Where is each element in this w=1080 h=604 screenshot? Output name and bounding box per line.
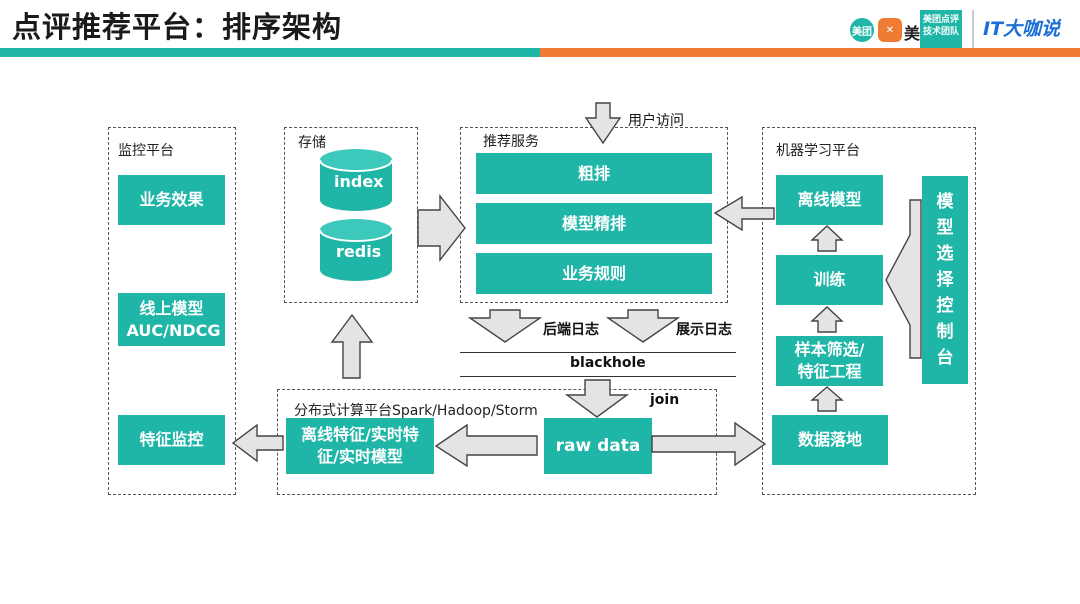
blackhole-label: blackhole (570, 355, 646, 371)
feature-monitor-box: 特征监控 (118, 415, 225, 465)
itdks-logo: IT大咖说 (983, 18, 1061, 40)
compute-to-storage-arrow (330, 313, 374, 379)
page-title: 点评推荐平台：排序架构 (12, 10, 343, 44)
offline-realtime-feature-box: 离线特征/实时特 征/实时模型 (286, 418, 434, 474)
blackhole-line-top (460, 352, 736, 353)
offline-model-box: 离线模型 (776, 175, 883, 225)
fine-rank-box: 模型精排 (476, 203, 712, 244)
user-access-label: 用户访问 (628, 113, 684, 129)
header-bar-teal (0, 48, 540, 57)
index-label: index (334, 172, 384, 191)
recommend-panel-label: 推荐服务 (483, 134, 539, 150)
training-box: 训练 (776, 255, 883, 305)
data-landing-box: 数据落地 (772, 415, 888, 465)
index-cylinder (319, 149, 393, 211)
monitoring-panel (108, 127, 236, 495)
storage-to-recommend-arrow (417, 193, 466, 263)
backend-log-label: 后端日志 (543, 322, 599, 338)
online-model-label: 线上模型 AUC/NDCG (126, 298, 221, 340)
raw-data-box: raw data (544, 418, 652, 474)
redis-label: redis (336, 242, 382, 261)
compute-panel-label: 分布式计算平台Spark/Hadoop/Storm (294, 403, 538, 419)
ml-panel-label: 机器学习平台 (776, 143, 860, 159)
online-model-box: 线上模型 AUC/NDCG (118, 293, 225, 346)
display-log-arrow (605, 309, 681, 343)
coarse-rank-box: 粗排 (476, 153, 712, 194)
display-log-label: 展示日志 (676, 322, 732, 338)
logo-group: 美团 ✕ 美 美团点评技术团队 IT大咖说 (848, 8, 1078, 48)
tech-team-logo: 美团点评技术团队 (920, 10, 962, 48)
ml-panel (762, 127, 976, 495)
blackhole-line-bottom (460, 376, 736, 377)
model-select-console-box: 模型选择控制台 (922, 176, 968, 384)
backend-log-arrow (467, 309, 543, 343)
storage-panel-label: 存储 (298, 135, 326, 151)
logo-divider (972, 10, 974, 48)
business-rules-box: 业务规则 (476, 253, 712, 294)
dianping-logo: ✕ (878, 18, 902, 42)
redis-cylinder (319, 219, 393, 281)
meituan-logo: 美团 (850, 18, 874, 42)
header-bar-orange (540, 48, 1080, 57)
sample-feature-box: 样本筛选/ 特征工程 (776, 336, 883, 386)
business-effect-box: 业务效果 (118, 175, 225, 225)
join-label: join (650, 392, 680, 408)
tech-team-label: 美团点评技术团队 (922, 15, 959, 37)
feature-to-monitor-arrow (231, 423, 284, 463)
mei-glyph: 美 (904, 24, 921, 43)
monitoring-panel-label: 监控平台 (118, 143, 174, 159)
